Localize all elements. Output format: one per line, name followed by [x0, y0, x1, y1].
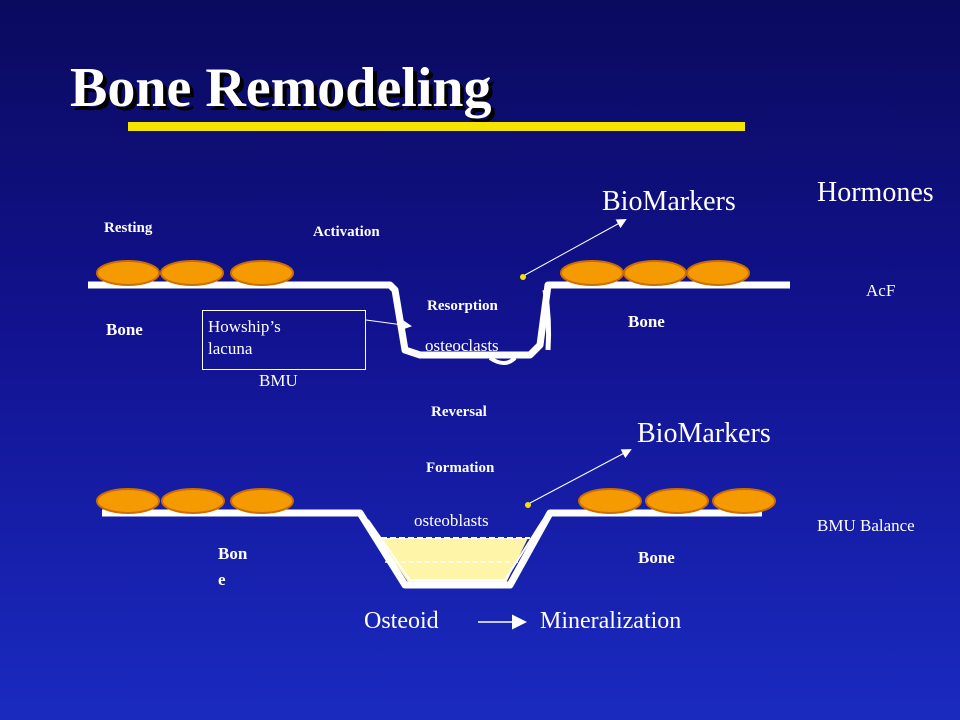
top-cell-5 — [623, 260, 687, 286]
howship-box — [202, 310, 366, 370]
bottom-cell-1 — [96, 488, 160, 514]
label-activation: Activation — [313, 224, 380, 240]
label-osteoclasts: osteoclasts — [425, 336, 499, 355]
label-howship: Howship’s lacuna — [208, 317, 281, 358]
slide-title: Bone Remodeling — [70, 57, 492, 119]
top-bone-surface — [88, 281, 790, 365]
label-bone-bottom-right: Bone — [638, 548, 675, 567]
top-pit-inner-right — [542, 289, 552, 351]
top-cell-3 — [230, 260, 294, 286]
label-bmu-balance: BMU Balance — [817, 516, 915, 535]
label-osteoblasts: osteoblasts — [414, 511, 489, 530]
label-resorption: Resorption — [427, 298, 498, 314]
label-formation: Formation — [426, 460, 495, 476]
bottom-surface-line — [102, 509, 762, 589]
howship-arrow — [365, 319, 412, 330]
top-lining-cells — [96, 260, 750, 286]
label-resting: Resting — [104, 220, 153, 236]
label-bone-top-left: Bone — [106, 320, 143, 339]
bottom-cell-5 — [645, 488, 709, 514]
biomarker-bottom-arrow — [529, 449, 632, 504]
label-biomarkers-bottom: BioMarkers — [637, 418, 771, 449]
title-underline-bar — [128, 122, 745, 131]
bottom-cell-3 — [230, 488, 294, 514]
bottom-lining-cells — [96, 488, 776, 514]
bottom-cell-2 — [161, 488, 225, 514]
bottom-cell-6 — [712, 488, 776, 514]
bottom-cell-4 — [578, 488, 642, 514]
bottom-pit-inner — [367, 519, 544, 581]
biomarker-top-arrow — [524, 219, 627, 276]
top-cell-6 — [686, 260, 750, 286]
bottom-bone-surface — [102, 509, 762, 589]
label-bmu: BMU — [259, 371, 298, 390]
top-cell-1 — [96, 260, 160, 286]
label-acf: AcF — [866, 281, 896, 300]
top-cell-2 — [160, 260, 224, 286]
label-reversal: Reversal — [431, 404, 487, 420]
biomarker-top-dot — [520, 274, 526, 280]
label-mineralization: Mineralization — [540, 608, 682, 634]
label-biomarkers-top: BioMarkers — [602, 186, 736, 217]
label-hormones: Hormones — [817, 177, 934, 208]
top-pit-bottom-curl — [488, 356, 517, 365]
label-bone-top-right: Bone — [628, 312, 665, 331]
label-osteoid: Osteoid — [364, 608, 439, 634]
top-cell-4 — [560, 260, 624, 286]
title-underline — [128, 122, 745, 131]
biomarker-bottom-dot — [525, 502, 531, 508]
biomarker-arrows — [520, 219, 632, 508]
label-bone-bottom-left: Bon e — [218, 544, 248, 589]
